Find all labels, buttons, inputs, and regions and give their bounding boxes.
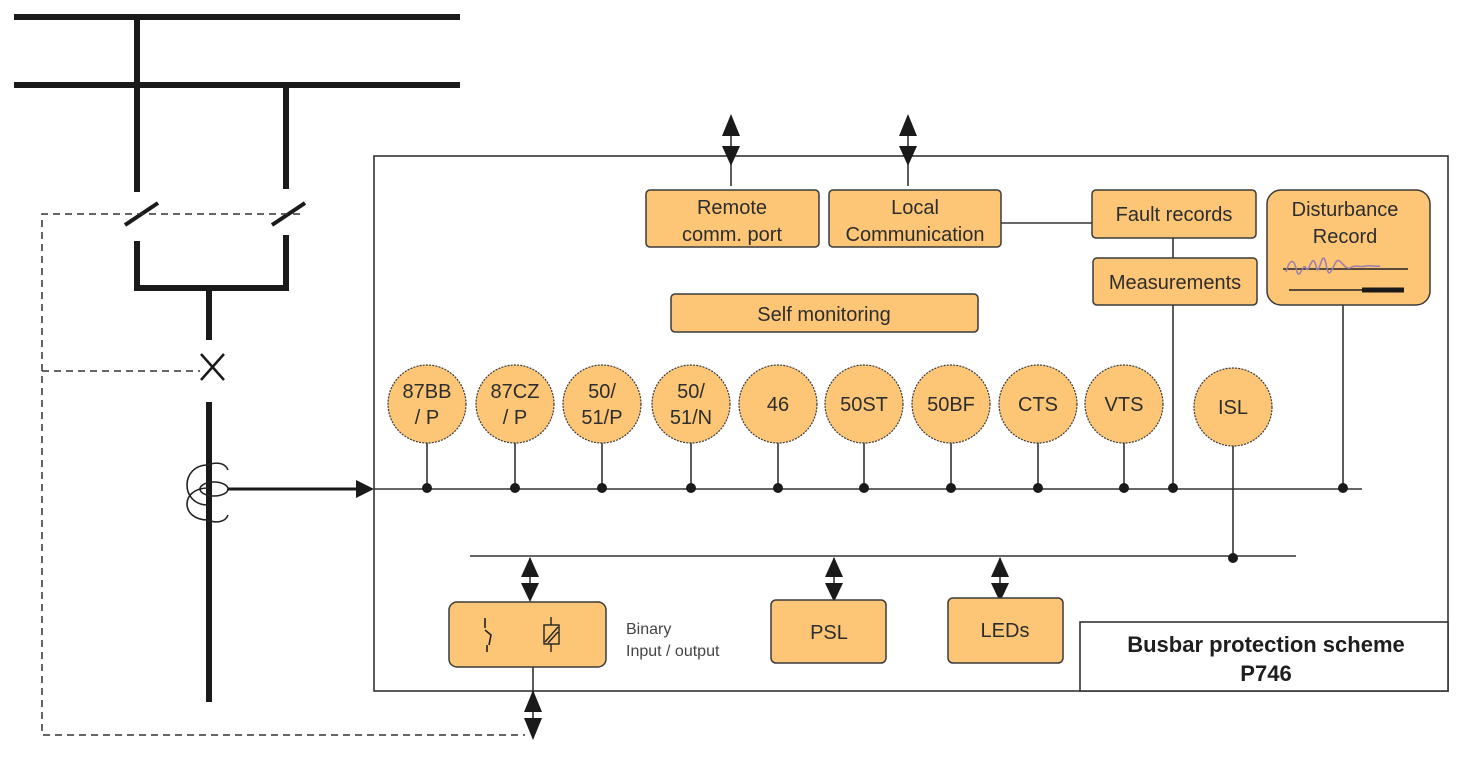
- leds-label: LEDs: [981, 620, 1030, 642]
- function-label: 87BB: [403, 381, 452, 403]
- function-50bf[interactable]: 50BF: [911, 364, 991, 493]
- function-label: 50BF: [927, 394, 975, 416]
- function-label: 46: [767, 394, 789, 416]
- junction-dot: [510, 483, 520, 493]
- isolator-2-icon: [270, 201, 307, 227]
- psl-arrow-icon: [825, 557, 843, 602]
- function-label: 50/: [677, 381, 705, 403]
- fault-records-block[interactable]: Fault records: [1091, 189, 1257, 239]
- remote-comm-port-block[interactable]: Remote comm. port: [645, 189, 820, 248]
- function-circle: [824, 364, 904, 444]
- function-label: 50/: [588, 381, 616, 403]
- leds-arrow-icon: [991, 557, 1009, 602]
- measurements-label: Measurements: [1109, 272, 1241, 294]
- disturbance-record-block[interactable]: Disturbance Record: [1266, 189, 1431, 306]
- function-label: ISL: [1218, 397, 1248, 419]
- junction-dot: [1228, 553, 1238, 563]
- function-vts[interactable]: VTS: [1084, 364, 1164, 493]
- junction-dot: [1119, 483, 1129, 493]
- leds-block[interactable]: LEDs: [947, 597, 1064, 664]
- function-label: VTS: [1105, 394, 1144, 416]
- feeder-join: [134, 235, 289, 291]
- junction-dot: [1338, 483, 1348, 493]
- waveform-icon: [1283, 257, 1408, 293]
- binary-io-block[interactable]: [448, 601, 607, 668]
- function-circle: [738, 364, 818, 444]
- junction-dot: [422, 483, 432, 493]
- function-label: CTS: [1018, 394, 1058, 416]
- relay-coil-icon: [543, 617, 560, 652]
- primary-circuit: [14, 14, 525, 736]
- function-label: 51/P: [581, 407, 622, 429]
- function-50-51-n[interactable]: 50/51/N: [651, 364, 731, 493]
- title-line-2: P746: [1240, 661, 1291, 686]
- binary-label-1: Binary: [626, 621, 671, 638]
- function-87bb-p[interactable]: 87BB / P: [387, 364, 467, 493]
- function-isl[interactable]: ISL: [1193, 367, 1273, 447]
- control-wiring-dashed: [41, 213, 525, 736]
- function-label: 87CZ: [491, 381, 540, 403]
- function-label: 50ST: [840, 394, 888, 416]
- fault-records-label: Fault records: [1116, 204, 1233, 226]
- function-circle: [998, 364, 1078, 444]
- psl-label: PSL: [810, 622, 848, 644]
- ct-input-arrow-icon: [356, 480, 374, 498]
- measurements-block[interactable]: Measurements: [1092, 257, 1258, 306]
- function-circle: [651, 364, 731, 444]
- title-line-1: Busbar protection scheme: [1127, 632, 1405, 657]
- junction-dot: [946, 483, 956, 493]
- function-label: 51/N: [670, 407, 712, 429]
- circuit-breaker-icon: [200, 353, 225, 381]
- disturbance-label-1: Disturbance: [1292, 199, 1399, 221]
- binary-io-external-arrow-icon: [524, 667, 542, 740]
- self-monitoring-label: Self monitoring: [757, 304, 890, 326]
- function-circle: [1084, 364, 1164, 444]
- title-block: Busbar protection scheme P746: [1079, 621, 1449, 692]
- function-87cz-p[interactable]: 87CZ / P: [475, 364, 555, 493]
- current-transformer-icon: [186, 462, 229, 523]
- function-label: / P: [415, 407, 439, 429]
- function-46[interactable]: 46: [738, 364, 818, 493]
- contact-icon: [484, 618, 492, 652]
- function-circle: [911, 364, 991, 444]
- junction-dot: [773, 483, 783, 493]
- local-comm-label-1: Local: [891, 197, 939, 219]
- local-comm-label-2: Communication: [846, 224, 985, 246]
- self-monitoring-block[interactable]: Self monitoring: [670, 293, 979, 333]
- junction-dot: [1033, 483, 1043, 493]
- function-cts[interactable]: CTS: [998, 364, 1078, 493]
- function-circle: [387, 364, 467, 444]
- junction-dot: [1168, 483, 1178, 493]
- function-circle: [562, 364, 642, 444]
- function-50-51-p[interactable]: 50/51/P: [562, 364, 642, 493]
- remote-comm-label-2: comm. port: [682, 224, 782, 246]
- remote-comm-label-1: Remote: [697, 197, 767, 219]
- local-communication-block[interactable]: Local Communication: [828, 189, 1002, 248]
- function-label: / P: [503, 407, 527, 429]
- junction-dot: [859, 483, 869, 493]
- remote-comm-arrow-icon: [722, 114, 740, 186]
- junction-dot: [597, 483, 607, 493]
- local-comm-arrow-icon: [899, 114, 917, 186]
- binary-io-arrow-icon: [521, 557, 539, 602]
- function-circle: [475, 364, 555, 444]
- disturbance-label-2: Record: [1313, 226, 1377, 248]
- junction-dot: [686, 483, 696, 493]
- psl-block[interactable]: PSL: [770, 599, 887, 664]
- binary-label-2: Input / output: [626, 643, 720, 660]
- function-50st[interactable]: 50ST: [824, 364, 904, 493]
